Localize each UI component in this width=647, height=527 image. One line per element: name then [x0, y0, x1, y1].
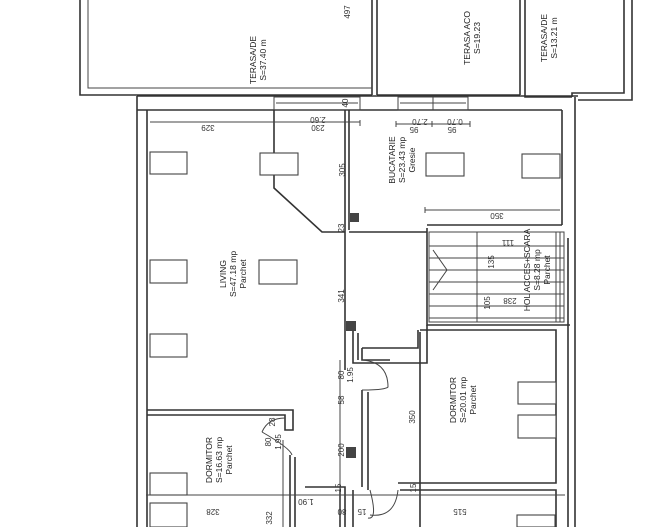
dim-15b: 15 — [409, 483, 418, 492]
dim-329: 329 — [201, 123, 215, 132]
svg-text:Parchet: Parchet — [468, 385, 478, 415]
svg-text:TERASA/DE: TERASA/DE — [539, 14, 549, 63]
svg-text:Parchet: Parchet — [224, 445, 234, 475]
duct-marker — [350, 213, 359, 222]
dim-200: 200 — [337, 443, 346, 457]
dim-195a: 1.95 — [346, 367, 355, 383]
duct-marker — [346, 447, 356, 458]
dim-328: 328 — [206, 507, 220, 516]
furniture — [149, 151, 561, 527]
outer-walls — [136, 96, 576, 527]
dim-238: 238 — [503, 296, 517, 305]
svg-text:Parchet: Parchet — [542, 255, 552, 285]
dim-15c: 15 — [357, 507, 366, 516]
svg-text:S=19.23: S=19.23 — [472, 22, 482, 54]
dim-270: 2.70 — [412, 117, 428, 126]
room-label-terasa2: TERASA ACO S=19.23 — [462, 11, 482, 65]
room-label-dormitor1: DORMITOR S=20.01 mp Parchet — [448, 377, 478, 423]
dim-80a: 80 — [337, 370, 346, 379]
terrace-area — [79, 0, 633, 101]
svg-text:S=47.18 mp: S=47.18 mp — [228, 251, 238, 297]
dim-23: 23 — [337, 223, 346, 232]
dim-105: 105 — [483, 296, 492, 310]
svg-text:LIVING: LIVING — [218, 260, 228, 288]
svg-text:S=37.40 m: S=37.40 m — [258, 39, 268, 80]
dim-190: 1.90 — [298, 497, 314, 506]
dim-305: 305 — [338, 163, 347, 177]
dim-135: 135 — [487, 255, 496, 269]
svg-text:S=23.43 mp: S=23.43 mp — [397, 137, 407, 183]
svg-text:Parchet: Parchet — [238, 259, 248, 289]
dim-58: 58 — [337, 395, 346, 404]
svg-text:S=13.21 m: S=13.21 m — [549, 17, 559, 58]
room-label-terasa1: TERASA/DE S=37.40 m — [248, 36, 268, 85]
dim-070: 0.70 — [447, 117, 463, 126]
svg-text:DORMITOR: DORMITOR — [204, 437, 214, 483]
room-label-terasa3: TERASA/DE S=13.21 m — [539, 14, 559, 63]
duct-marker — [346, 321, 356, 331]
dim-111: 111 — [501, 238, 514, 247]
svg-text:S=8.28 mp: S=8.28 mp — [532, 249, 542, 291]
svg-text:BUCATARIE: BUCATARIE — [387, 136, 397, 184]
dim-195b: 1.95 — [274, 434, 283, 450]
dim-95a: 95 — [409, 125, 418, 134]
svg-text:DORMITOR: DORMITOR — [448, 377, 458, 423]
dim-350a: 350 — [490, 211, 504, 220]
dim-95b: 95 — [447, 125, 456, 134]
dim-341: 341 — [337, 289, 346, 303]
dimension-lines — [146, 120, 565, 527]
dim-260: 2.60 — [310, 115, 326, 124]
svg-text:Gresie: Gresie — [407, 147, 417, 172]
dim-15a: 15 — [334, 483, 343, 492]
dim-350b: 350 — [408, 410, 417, 424]
svg-text:TERASA ACO: TERASA ACO — [462, 11, 472, 65]
dim-40: 40 — [341, 98, 350, 107]
room-label-dormitor2: DORMITOR S=16.63 mp Parchet — [204, 437, 234, 483]
room-label-bucatarie: BUCATARIE S=23.43 mp Gresie — [387, 136, 417, 184]
staircase — [428, 231, 565, 323]
svg-text:S=16.63 mp: S=16.63 mp — [214, 437, 224, 483]
room-label-living: LIVING S=47.18 mp Parchet — [218, 251, 248, 297]
dim-515: 515 — [453, 507, 467, 516]
dim-230: 230 — [311, 123, 325, 132]
dim-28: 28 — [268, 417, 277, 426]
interior-walls — [147, 110, 570, 527]
svg-text:HOL ACCES+SCARA: HOL ACCES+SCARA — [522, 228, 532, 311]
dim-80c: 80 — [337, 507, 346, 516]
svg-text:S=20.01 mp: S=20.01 mp — [458, 377, 468, 423]
svg-text:TERASA/DE: TERASA/DE — [248, 36, 258, 85]
dim-497: 497 — [343, 5, 352, 19]
room-label-hol: HOL ACCES+SCARA S=8.28 mp Parchet — [522, 228, 552, 311]
window-strip — [137, 95, 578, 111]
dim-80b: 80 — [264, 437, 273, 446]
dim-332: 332 — [265, 511, 274, 525]
